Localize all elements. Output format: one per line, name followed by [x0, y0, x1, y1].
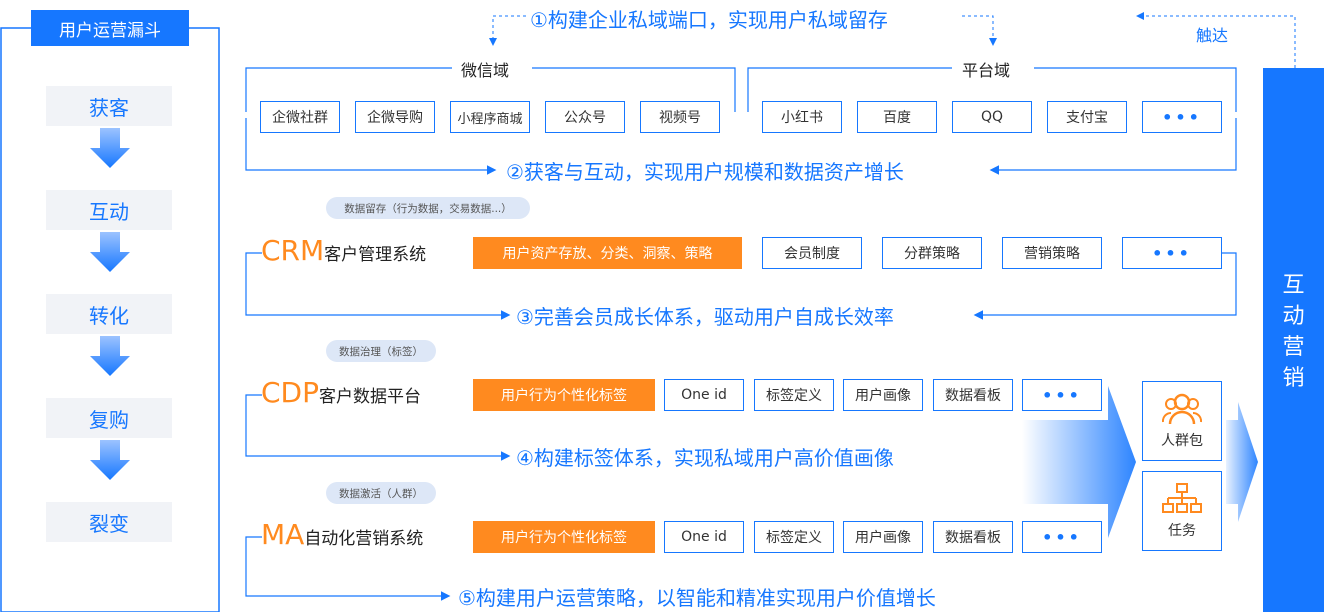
- cdp-item-tag-definition: 标签定义: [754, 379, 834, 411]
- funnel-stage-acquire: 获客: [46, 86, 172, 126]
- cdp-abbr: CDP: [261, 376, 319, 409]
- platform-item-xiaohongshu: 小红书: [762, 101, 842, 133]
- funnel-stage-convert: 转化: [46, 294, 172, 334]
- funnel-title: 用户运营漏斗: [31, 10, 189, 46]
- cdp-name: 客户数据平台: [319, 387, 421, 407]
- output-task-label: 任务: [1168, 523, 1196, 539]
- output-task: 任务: [1142, 471, 1222, 551]
- ma-item-tag-definition: 标签定义: [754, 521, 834, 553]
- right-bar-char-2: 动: [1282, 304, 1305, 329]
- cdp-item-one-id: One id: [664, 379, 744, 411]
- ma-item-one-id: One id: [664, 521, 744, 553]
- wechat-item-channels: 视频号: [640, 101, 720, 133]
- crm-item-marketing-strategy: 营销策略: [1002, 237, 1102, 269]
- cdp-item-dashboard: 数据看板: [933, 379, 1013, 411]
- right-bar-char-3: 营: [1282, 335, 1305, 360]
- crm-highlight: 用户资产存放、分类、洞察、策略: [473, 237, 742, 269]
- interactive-marketing-bar: [1263, 68, 1324, 612]
- wechat-item-official-account: 公众号: [545, 101, 625, 133]
- cdp-system-title: CDP 客户数据平台: [261, 376, 421, 409]
- platform-item-alipay: 支付宝: [1047, 101, 1127, 133]
- platform-item-qq: QQ: [952, 101, 1032, 133]
- interactive-marketing-text: 互 动 营 销: [1263, 270, 1324, 394]
- ma-abbr: MA: [261, 518, 305, 551]
- funnel-stage-fission: 裂变: [46, 502, 172, 542]
- wechat-item-work-community: 企微社群: [260, 101, 340, 133]
- output-people-group-label: 人群包: [1161, 433, 1203, 449]
- wechat-item-work-guide: 企微导购: [355, 101, 435, 133]
- crm-name: 客户管理系统: [324, 245, 427, 265]
- crm-item-segmentation: 分群策略: [882, 237, 982, 269]
- crm-item-membership: 会员制度: [762, 237, 862, 269]
- ma-item-more: •••: [1022, 521, 1102, 553]
- right-bar-char-1: 互: [1282, 273, 1305, 298]
- cdp-item-more: •••: [1022, 379, 1102, 411]
- people-group-icon: [1162, 393, 1202, 425]
- funnel-stage-interact: 互动: [46, 190, 172, 230]
- funnel-stage-repurchase: 复购: [46, 398, 172, 438]
- ma-tag-pill: 数据激活（人群）: [326, 482, 436, 504]
- ma-item-dashboard: 数据看板: [933, 521, 1013, 553]
- ma-highlight: 用户行为个性化标签: [473, 521, 655, 553]
- platform-item-baidu: 百度: [857, 101, 937, 133]
- step-1-text: ①构建企业私域端口，实现用户私域留存: [530, 8, 888, 32]
- crm-item-more: •••: [1122, 237, 1222, 269]
- cdp-item-user-profile: 用户画像: [843, 379, 923, 411]
- step-5-text: ⑤构建用户运营策略，以智能和精准实现用户价值增长: [458, 586, 936, 610]
- platform-item-more: •••: [1142, 101, 1222, 133]
- ma-name: 自动化营销系统: [304, 529, 424, 549]
- ma-system-title: MA 自动化营销系统: [261, 518, 423, 551]
- step-2-text: ②获客与互动，实现用户规模和数据资产增长: [506, 160, 904, 184]
- cdp-highlight: 用户行为个性化标签: [473, 379, 655, 411]
- ma-item-user-profile: 用户画像: [843, 521, 923, 553]
- crm-abbr: CRM: [261, 234, 325, 267]
- wechat-item-mini-program: 小程序商城: [450, 101, 530, 133]
- output-people-group: 人群包: [1142, 381, 1222, 461]
- crm-system-title: CRM 客户管理系统: [261, 234, 426, 267]
- step-3-text: ③完善会员成长体系，驱动用户自成长效率: [516, 305, 894, 329]
- reach-label: 触达: [1196, 26, 1229, 45]
- cdp-tag-pill: 数据治理（标签）: [326, 340, 436, 362]
- platform-domain-label: 平台域: [956, 57, 1017, 81]
- wechat-domain-label: 微信域: [455, 57, 516, 81]
- step-4-text: ④构建标签体系，实现私域用户高价值画像: [516, 446, 894, 470]
- hierarchy-icon: [1162, 483, 1202, 513]
- crm-tag-pill: 数据留存（行为数据，交易数据...）: [326, 197, 530, 219]
- right-bar-char-4: 销: [1282, 366, 1305, 391]
